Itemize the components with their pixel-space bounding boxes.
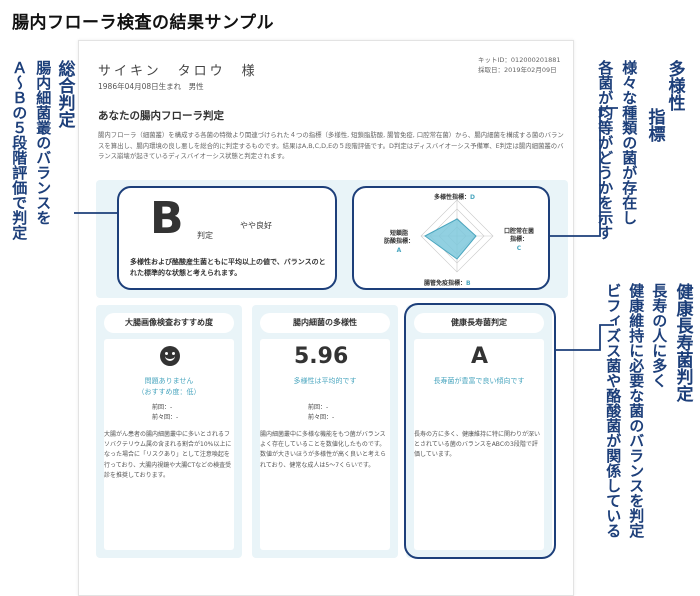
section-description: 腸内フローラ（細菌叢）を構成する各菌の特徴より関連づけられた４つの指標（多様性,… (98, 131, 564, 161)
card-colonoscopy-prev-1: 前回：- (152, 404, 173, 411)
card-diversity-title: 腸内細菌の多様性 (260, 313, 390, 333)
overall-annotation-desc-1: 腸内細菌叢のバランスを (34, 60, 53, 225)
diversity-annotation-title-1: 多様性 (664, 60, 685, 111)
diversity-annotation-desc-2: 各菌が均等がどうかを示す (596, 60, 615, 240)
overall-annotation-title: 総合判定 (54, 60, 75, 128)
card-colonoscopy-description: 大腸がん患者の腸内細菌叢中に多いとされるフソバクテリウム属の含まれる割合が10%… (104, 431, 232, 479)
page-title: 腸内フローラ検査の結果サンプル (12, 13, 274, 33)
radar-right-label-1: 口腔常在菌 (504, 228, 535, 235)
kit-id: キットID：012000201881 (478, 56, 561, 64)
card-colonoscopy-status-2: （おすすめ度：低） (137, 387, 201, 396)
overall-grade-text: やや良好 (240, 221, 272, 230)
card-longevity-highlight (404, 303, 556, 559)
overall-description: 多様性および酪酸産生菌ともに平均以上の値で、バランスのとれた標準的な状態と考えら… (130, 258, 326, 277)
card-colonoscopy-status-1: 問題ありません (144, 377, 194, 385)
card-colonoscopy-prev-2: 前々回：- (152, 414, 179, 422)
radar-top-label: 多様性指標： (434, 194, 471, 201)
radar-left-label-1: 短鎖脂 (390, 230, 409, 237)
overall-grade-box (117, 186, 337, 290)
section-title: あなたの腸内フローラ判定 (98, 110, 224, 122)
card-longevity-status: 長寿菌が豊富で良い傾向です (433, 377, 525, 385)
radar-bottom-label: 腸管免疫指標： (424, 280, 467, 287)
radar-right-label-2: 指標： (510, 236, 529, 244)
diversity-annotation-desc-1: 様々な種類の菌が存在し (620, 60, 639, 225)
radar-left-label-2: 肪酸指標： (384, 238, 415, 246)
longevity-annotation-desc-3: ビフィズス菌や酪酸菌が関係している (604, 283, 623, 538)
overall-grade-label: 判定 (197, 231, 213, 240)
card-longevity-title: 健康長寿菌判定 (414, 313, 544, 333)
radar-label-right: 口腔常在菌指標：C (504, 228, 534, 253)
longevity-annotation-title: 健康長寿菌判定 (672, 283, 693, 402)
sample-date: 採取日：2019年02月09日 (478, 65, 557, 74)
radar-label-bottom: 腸管免疫指標：B (424, 278, 471, 287)
radar-right-value: C (516, 244, 522, 252)
smiley-face-icon (160, 346, 180, 366)
kit-info: キットID：012000201881 採取日：2019年02月09日 (478, 56, 561, 76)
radar-bottom-value: B (466, 280, 471, 287)
radar-left-value: A (396, 246, 402, 254)
card-diversity-prev-2: 前々回：- (308, 414, 335, 422)
card-colonoscopy-prev: 前回：- 前々回：- (152, 403, 178, 423)
overall-annotation-desc-2: Ａ～Ｂの５段階評価で判定 (10, 60, 29, 240)
diversity-value: 5.96 (294, 344, 349, 369)
card-colonoscopy-body (104, 339, 234, 550)
card-colonoscopy: 大腸画像検査おすすめ度 (96, 305, 242, 558)
card-diversity: 腸内細菌の多様性 (252, 305, 398, 558)
card-colonoscopy-status: 問題ありません （おすすめ度：低） (104, 376, 234, 398)
card-diversity-prev: 前回：- 前々回：- (308, 403, 334, 423)
card-diversity-status: 多様性は平均的です (293, 377, 357, 385)
card-longevity: 健康長寿菌判定 (406, 305, 552, 558)
patient-name: サイキン タロウ 様 (98, 64, 258, 79)
card-diversity-body (260, 339, 390, 550)
radar-top-value: D (470, 194, 475, 201)
diversity-annotation-title-2: 指標 (644, 108, 665, 142)
longevity-annotation-desc-1: 長寿の人に多く (650, 283, 669, 388)
radar-label-top: 多様性指標：D (434, 192, 475, 201)
card-longevity-description: 長寿の方に多く、健康維持に特に関わりが深いとされている菌のバランスをABCの3段… (414, 431, 541, 459)
card-diversity-prev-1: 前回：- (308, 404, 329, 411)
birth-info: 1986年04月08日生まれ 男性 (98, 82, 204, 91)
card-diversity-description: 腸内細菌叢中に多様な機能をもつ菌がバランスよく存在していることを数値化したもので… (260, 431, 387, 469)
longevity-annotation-desc-2: 健康維持に必要な菌のバランスを判定 (627, 283, 646, 538)
card-colonoscopy-title: 大腸画像検査おすすめ度 (104, 313, 234, 333)
longevity-grade: A (471, 344, 489, 369)
overall-grade: B (150, 193, 184, 244)
card-longevity-body (414, 339, 544, 550)
radar-label-left: 短鎖脂肪酸指標：A (384, 230, 414, 255)
